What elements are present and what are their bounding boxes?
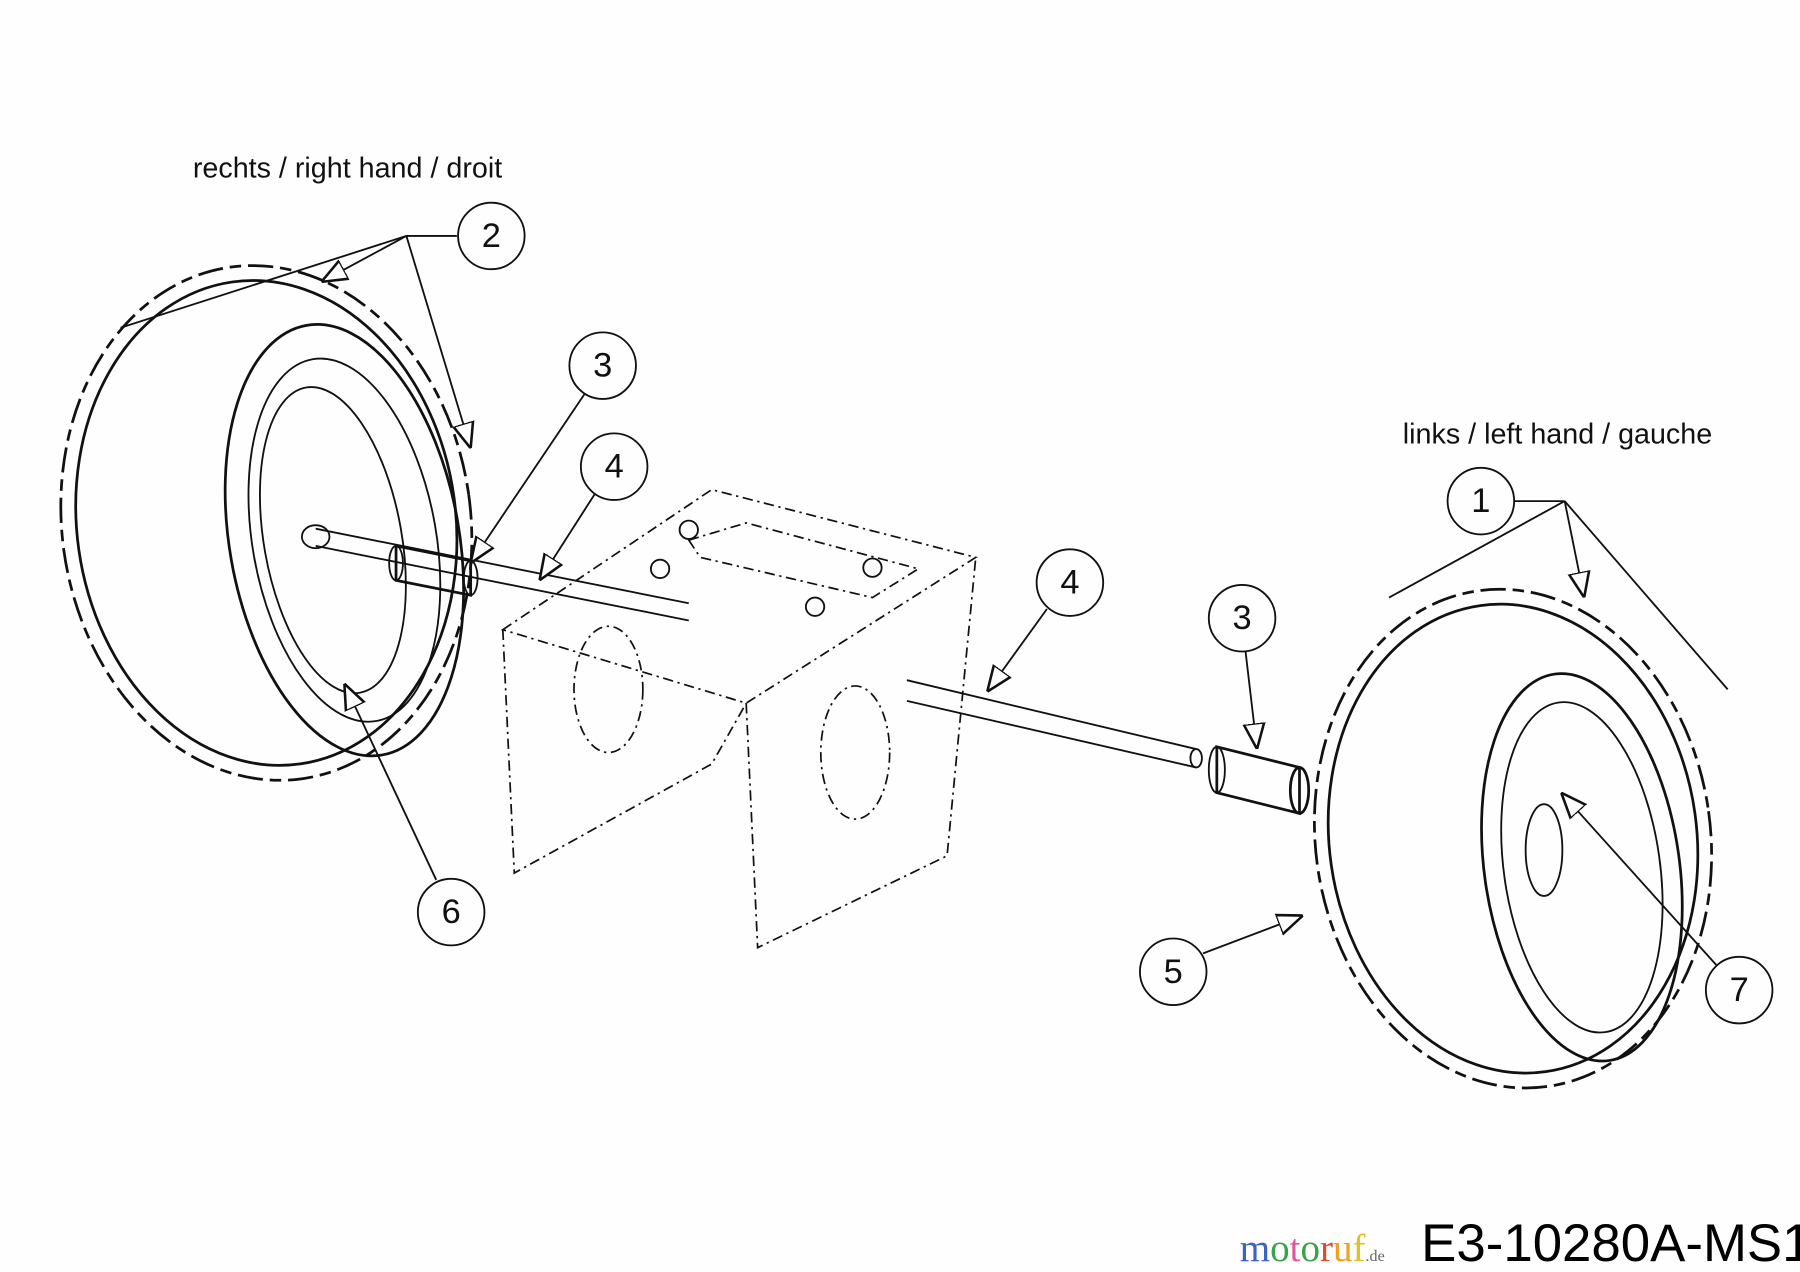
callout-3: 3 [593,347,612,385]
callout-2: 2 [482,217,501,255]
callout-6-circle [416,877,486,947]
callout-5-circle [1139,937,1208,1006]
callout-6: 6 [442,893,461,931]
leader-lines [120,235,1729,966]
frame-bracket [500,488,978,950]
callout-3-circle [568,331,637,400]
watermark-logo: motoruf.de [1240,1227,1385,1270]
callout-4-circle [1035,548,1105,617]
left-hand-wheel [1313,587,1713,1090]
callout-4: 4 [605,448,624,486]
callout-3-circle [1207,583,1277,653]
callout-3: 3 [1233,599,1252,637]
callout-4: 4 [1060,564,1079,602]
drawing-code: E3-10280A-MS1 [1421,1214,1800,1272]
callout-7: 7 [1730,971,1749,1009]
callout-1: 1 [1471,482,1490,520]
right-hand-label: rechts / right hand / droit [193,152,502,184]
callout-1-circle [1446,466,1516,536]
callout-7-circle [1704,955,1774,1025]
axle-left [315,527,689,622]
right-hand-wheel [59,264,474,782]
callout-4-circle [579,432,649,501]
axle-right [906,679,1311,816]
callout-2-circle [457,201,526,271]
left-hand-label: links / left hand / gauche [1403,419,1712,451]
callout-5: 5 [1164,953,1183,991]
